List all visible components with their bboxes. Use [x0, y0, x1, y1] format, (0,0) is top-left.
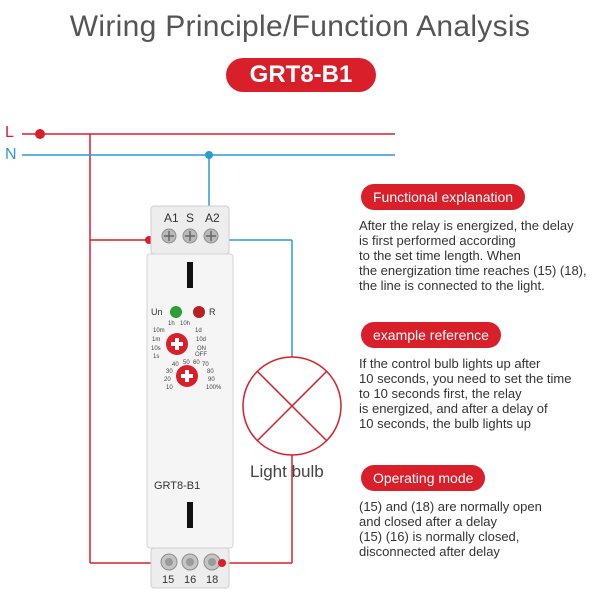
led-label-r: R: [209, 307, 216, 317]
live-junction: [35, 129, 45, 139]
section-line: After the relay is energized, the delay: [359, 218, 574, 233]
terminal-18-junction: [218, 559, 226, 567]
section-line: (15) (16) is normally closed,: [359, 529, 520, 544]
section-title-example-reference: example reference: [361, 322, 501, 348]
range-label: 10s: [151, 346, 161, 352]
section-line: disconnected after delay: [359, 544, 500, 559]
section-line: and closed after a delay: [359, 514, 498, 529]
section-line: the line is connected to the light.: [359, 278, 545, 293]
range-label: 1s: [153, 354, 159, 360]
terminal-screw-a2: [203, 228, 219, 244]
neutral-line-label: N: [5, 146, 17, 163]
relay-led-icon: [193, 306, 205, 318]
load-wiring: [222, 455, 293, 564]
terminal-screw-a1: [161, 228, 177, 244]
device-label: GRT8-B1: [154, 480, 200, 492]
range-label: 1m: [152, 337, 160, 343]
percent-label: 20: [164, 377, 171, 383]
terminal-screw-16: [181, 553, 199, 571]
percent-label: 10: [166, 385, 173, 391]
percent-label: 70: [202, 362, 209, 368]
percent-label: 40: [172, 362, 179, 368]
terminal-label-s: S: [186, 211, 194, 225]
range-label: 1h: [168, 321, 175, 327]
section-title-functional-explanation: Functional explanation: [361, 184, 526, 210]
section-line: the energization time reaches (15) (18),: [359, 263, 587, 278]
section-line: (15) and (18) are normally open: [359, 499, 542, 514]
percent-label: 30: [166, 369, 173, 375]
power-led-icon: [170, 306, 182, 318]
light-bulb-icon: [242, 356, 342, 456]
relay-device: A1 S A2 Un R 1h 10h 10m 1d: [146, 205, 234, 589]
range-label: ON: [197, 346, 206, 352]
terminal-label-a1: A1: [164, 211, 179, 225]
section-line: 10 seconds, the bulb lights up: [359, 416, 532, 431]
time-range-knob[interactable]: [166, 333, 188, 355]
page-title: Wiring Principle/Function Analysis: [69, 10, 531, 43]
range-label: 10h: [180, 321, 190, 327]
led-label-un: Un: [151, 307, 163, 317]
terminal-label-a2: A2: [205, 211, 220, 225]
upper-slot: [187, 262, 193, 288]
terminal-screw-s: [182, 228, 198, 244]
lower-slot: [187, 502, 193, 528]
live-line-label: L: [5, 124, 14, 141]
section-title-operating-mode: Operating mode: [361, 465, 486, 491]
percent-knob[interactable]: [176, 365, 198, 387]
terminal-label-15: 15: [162, 574, 174, 586]
terminal-label-18: 18: [206, 574, 218, 586]
percent-label: 100%: [206, 385, 222, 391]
section-line: If the control bulb lights up after: [359, 356, 541, 371]
range-label: 10d: [196, 337, 206, 343]
section-line: is energized, and after a delay of: [359, 401, 548, 416]
section-line: is first performed according: [359, 233, 516, 248]
percent-label: 90: [208, 377, 215, 383]
percent-label: 60: [193, 360, 200, 366]
terminal-screw-18: [203, 553, 221, 571]
terminal-screw-15: [160, 553, 178, 571]
percent-label: 50: [183, 360, 190, 366]
section-line: to the set time length. When: [359, 248, 521, 263]
range-label: 1d: [195, 328, 202, 334]
terminal-label-16: 16: [184, 574, 196, 586]
range-label: OFF: [195, 352, 207, 358]
section-line: to 10 seconds first, the relay: [359, 386, 522, 401]
section-body-operating-mode: (15) and (18) are normally open and clos…: [359, 499, 591, 559]
light-bulb-label: Light bulb: [250, 462, 324, 481]
neutral-junction: [205, 151, 213, 159]
range-label: 10m: [153, 328, 165, 334]
section-body-example-reference: If the control bulb lights up after 10 s…: [359, 356, 591, 431]
percent-label: 80: [207, 369, 214, 375]
section-line: 10 seconds, you need to set the time: [359, 371, 572, 386]
model-badge: GRT8-B1: [226, 58, 376, 92]
section-body-functional-explanation: After the relay is energized, the delay …: [359, 218, 591, 293]
